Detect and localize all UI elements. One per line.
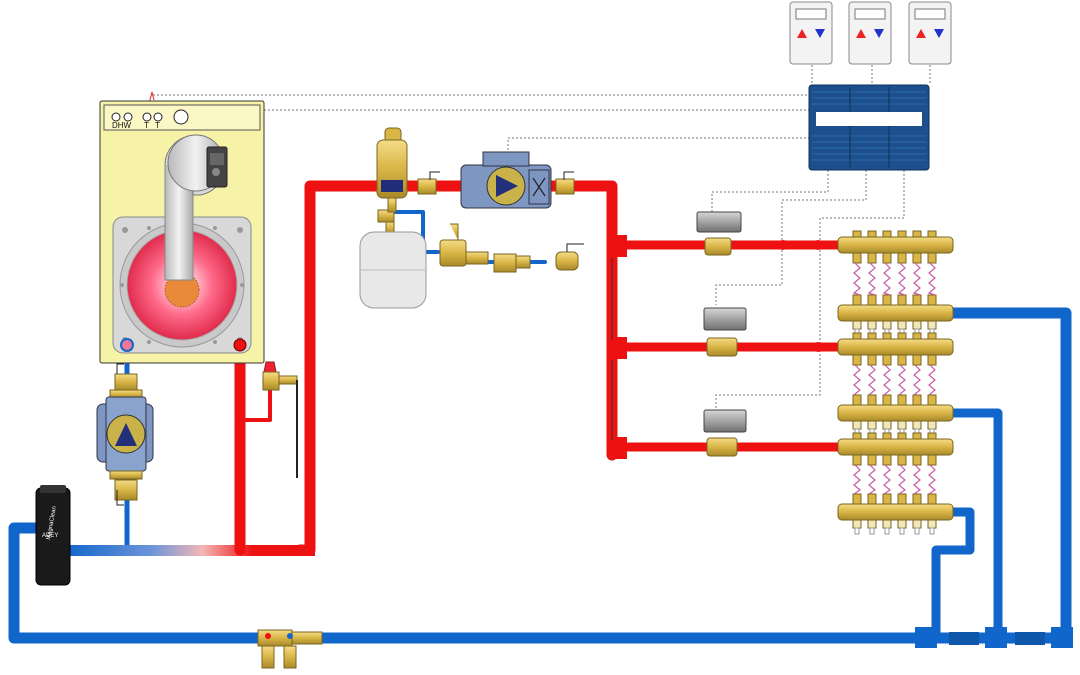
temperature-up-icon[interactable] xyxy=(797,29,807,38)
filling-valve[interactable] xyxy=(555,251,579,271)
boiler-dial-dhw-1[interactable] xyxy=(111,112,121,122)
wiring-centre[interactable] xyxy=(808,84,930,171)
manifold-3[interactable] xyxy=(837,432,954,535)
pump-icon xyxy=(115,423,137,446)
thermostat-1[interactable] xyxy=(789,1,833,65)
boiler-label-dhw: DHW xyxy=(112,121,132,130)
ufh-manifolds xyxy=(837,230,954,535)
boiler-label-t1: T xyxy=(144,121,149,130)
flow-tees xyxy=(609,235,823,459)
air-separator[interactable] xyxy=(376,127,408,223)
filter-brand-label: MagnaClean xyxy=(46,506,58,541)
circulation-pump[interactable] xyxy=(417,151,575,209)
flow-pipes xyxy=(234,180,845,556)
mixed-pipe xyxy=(65,545,315,556)
filling-loop[interactable] xyxy=(439,223,584,273)
magnetic-filter[interactable]: MagnaClean ADEY xyxy=(35,485,71,586)
temperature-up-icon[interactable] xyxy=(856,29,866,38)
wiring-centre-display xyxy=(816,112,922,126)
zone-valve-3[interactable] xyxy=(703,409,747,457)
boiler[interactable]: DHW T T xyxy=(99,91,265,364)
boiler-terminal-2[interactable] xyxy=(153,112,163,122)
temperature-down-icon[interactable] xyxy=(815,29,825,38)
temperature-down-icon[interactable] xyxy=(874,29,884,38)
boiler-label-t2: T xyxy=(155,121,160,130)
manifold-1[interactable] xyxy=(837,230,954,336)
boiler-terminal-1[interactable] xyxy=(142,112,152,122)
return-tees xyxy=(915,627,1073,648)
drain-valve-assembly[interactable] xyxy=(257,629,323,669)
expansion-vessel[interactable] xyxy=(359,221,427,309)
boiler-power-button[interactable] xyxy=(173,109,189,125)
pump-icon xyxy=(496,175,518,197)
temperature-down-icon[interactable] xyxy=(934,29,944,38)
filter-maker-label: ADEY xyxy=(42,533,58,539)
temperature-up-icon[interactable] xyxy=(916,29,926,38)
manifold-2[interactable] xyxy=(837,332,954,436)
pressure-relief-valve[interactable] xyxy=(262,361,298,478)
boiler-pump[interactable] xyxy=(96,363,154,506)
zone-valve-1[interactable] xyxy=(696,211,742,256)
boiler-dial-dhw-2[interactable] xyxy=(123,112,133,122)
thermostat-3[interactable] xyxy=(908,1,952,65)
zone-valve-2[interactable] xyxy=(703,307,747,357)
thermostat-2[interactable] xyxy=(848,1,892,65)
